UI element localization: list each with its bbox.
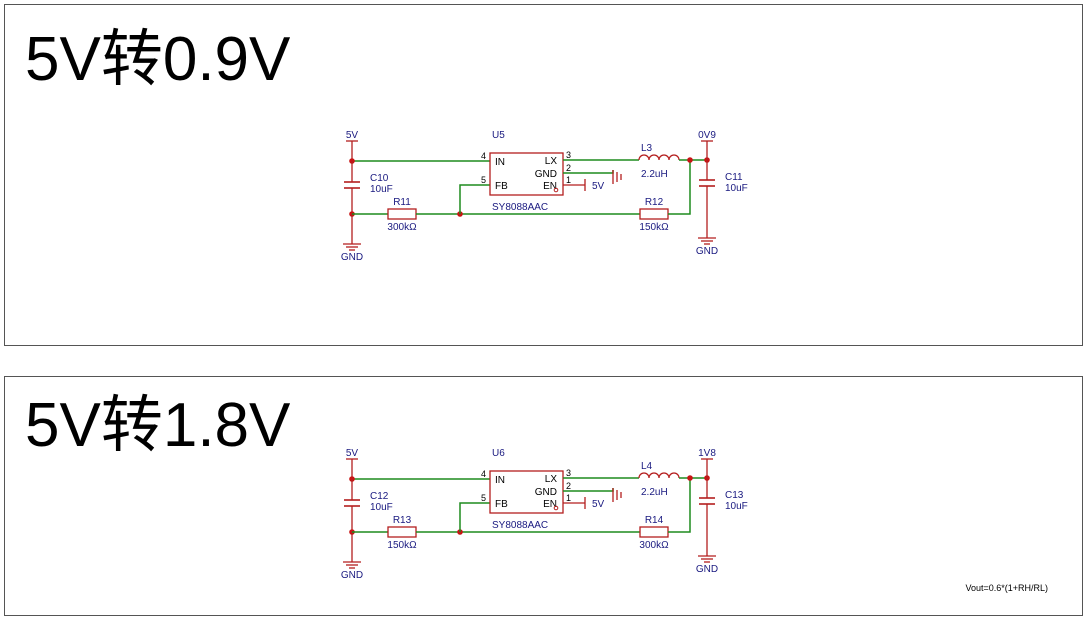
ground-symbol [698,230,716,245]
pin-en-num: 1 [566,493,571,503]
inductor [638,472,680,479]
cin-ref: C12 [370,491,389,502]
schematic: 5VC1210uFGNDR13150kΩR14300kΩU6SY8088AACI… [341,448,748,581]
pin-en-num: 1 [566,175,571,185]
gnd-label: GND [341,252,363,263]
rh-val: 300kΩ [639,540,669,551]
pin-lx-num: 3 [566,468,571,478]
pin-fb-num: 5 [481,493,486,503]
wire [459,184,490,214]
cout-ref: C13 [725,490,744,501]
pin-en-label: EN [543,499,557,510]
rl-ref: R13 [393,515,412,526]
cout-val: 10uF [725,501,748,512]
pin-gnd-label: GND [535,169,557,180]
wire [459,502,490,532]
ground-symbol [343,554,361,569]
en-polarity-mark [553,187,559,193]
panel-title: 5V转1.8V [25,391,291,460]
rl-val: 150kΩ [387,540,417,551]
net-label-en: 5V [592,499,605,510]
en-polarity-mark [553,505,559,511]
gnd-label: GND [341,570,363,581]
gnd-label: GND [696,246,718,257]
pin-gnd-num: 2 [566,481,571,491]
vout-formula: Vout=0.6*(1+RH/RL) [965,583,1048,593]
inductor-val: 2.2uH [641,169,668,180]
rh-ref: R12 [645,197,664,208]
pin-in-num: 4 [481,469,486,479]
pin-fb-label: FB [495,499,508,510]
cout-ref: C11 [725,172,743,183]
ic-ref: U5 [492,130,505,141]
pin-lx-label: LX [545,474,558,485]
resistor-rl [387,526,417,538]
gnd-label: GND [696,564,718,575]
junction-dot [687,157,693,163]
pin-gnd-label: GND [535,487,557,498]
cin-val: 10uF [370,184,393,195]
rh-val: 150kΩ [639,222,669,233]
ic-body [489,470,564,514]
pin-in-label: IN [495,475,505,486]
resistor-rh [639,526,669,538]
pin-in-label: IN [495,157,505,168]
ground-symbol [343,236,361,251]
inductor-val: 2.2uH [641,487,668,498]
inductor [638,154,680,161]
ic-ref: U6 [492,448,505,459]
pin-fb-num: 5 [481,175,486,185]
schematic: 5VC1010uFGNDR11300kΩR12150kΩU5SY8088AACI… [341,130,748,263]
wire [668,478,691,533]
pin-en-label: EN [543,181,557,192]
ic-part: SY8088AAC [492,520,548,531]
rh-ref: R14 [645,515,664,526]
ic-part: SY8088AAC [492,202,548,213]
net-label-vin: 5V [346,448,359,459]
inductor-ref: L4 [641,461,653,472]
resistor-rh [639,208,669,220]
panel-title: 5V转0.9V [25,25,291,94]
wire [668,160,691,215]
net-label-en: 5V [592,181,605,192]
pin-in-num: 4 [481,151,486,161]
ic-body [489,152,564,196]
resistor-rl [387,208,417,220]
cin-val: 10uF [370,502,393,513]
pin-lx-num: 3 [566,150,571,160]
pin-fb-label: FB [495,181,508,192]
rl-ref: R11 [393,197,411,208]
rl-val: 300kΩ [387,222,417,233]
net-label-vout: 0V9 [698,130,716,141]
net-label-vin: 5V [346,130,359,141]
cout-val: 10uF [725,183,748,194]
pin-gnd-num: 2 [566,163,571,173]
inductor-ref: L3 [641,143,653,154]
cin-ref: C10 [370,173,389,184]
junction-dot [687,475,693,481]
net-label-vout: 1V8 [698,448,716,459]
pin-lx-label: LX [545,156,558,167]
ground-symbol [698,548,716,563]
